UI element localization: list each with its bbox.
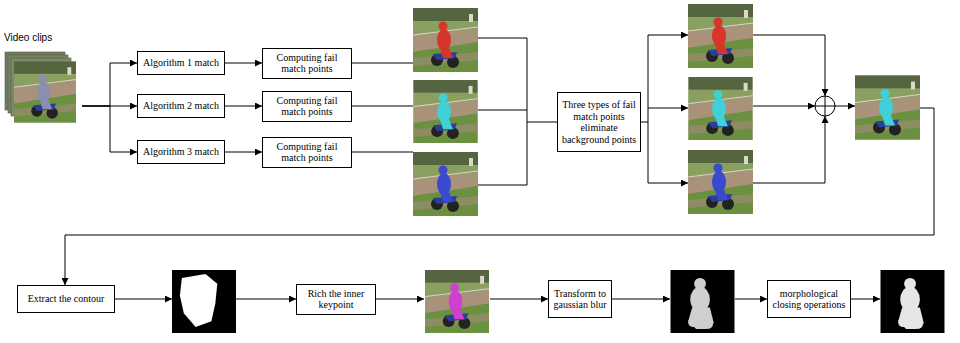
blur-mask: [671, 270, 735, 333]
contour-mask: [172, 270, 236, 333]
process-box: Computing fail match points: [262, 137, 352, 168]
flow-arrow: [225, 106, 262, 107]
photo: [413, 8, 478, 72]
photo: [689, 77, 753, 140]
box-label: Extract the contour: [28, 293, 105, 305]
process-box: Rich the inner keypoint: [296, 284, 376, 315]
process-box: Computing fail match points: [262, 48, 352, 79]
flow-arrow: [82, 106, 137, 152]
box-label: Algorithm 1 match: [143, 57, 219, 69]
closed-mask: [881, 270, 945, 333]
process-box: Extract the contour: [17, 285, 115, 313]
process-box: morphological closing operations: [767, 280, 851, 318]
process-box: Three types of fail match points elimina…: [557, 92, 641, 152]
sum-symbol: [815, 96, 835, 116]
process-box: Computing fail match points: [262, 91, 352, 122]
flow-arrow: [82, 63, 137, 106]
box-label: Rich the inner keypoint: [300, 288, 372, 311]
flow-arrow: [225, 63, 262, 64]
box-label: Algorithm 2 match: [143, 100, 219, 112]
box-label: Three types of fail match points elimina…: [561, 99, 637, 145]
box-label: Algorithm 3 match: [143, 146, 219, 158]
box-label: Computing fail match points: [266, 95, 348, 118]
box-label: morphological closing operations: [771, 288, 847, 311]
photo: [425, 270, 489, 333]
box-label: Transform to gaussian blur: [552, 288, 608, 311]
box-label: Video clips: [4, 32, 52, 44]
video-input: Video clips: [4, 32, 82, 128]
process-box: Algorithm 3 match: [137, 140, 225, 164]
photo: [688, 150, 753, 214]
photo: [855, 76, 920, 140]
photo: [413, 152, 478, 216]
process-box: Algorithm 2 match: [137, 94, 225, 118]
video-stack: [5, 52, 76, 123]
box-label: Computing fail match points: [266, 52, 348, 75]
flow-lines: [65, 35, 934, 299]
photo: [414, 80, 478, 143]
process-box: Transform to gaussian blur: [548, 280, 612, 318]
box-label: Computing fail match points: [266, 141, 348, 164]
flow-arrow: [225, 152, 262, 153]
process-box: Algorithm 1 match: [137, 51, 225, 75]
photo: [688, 4, 753, 68]
